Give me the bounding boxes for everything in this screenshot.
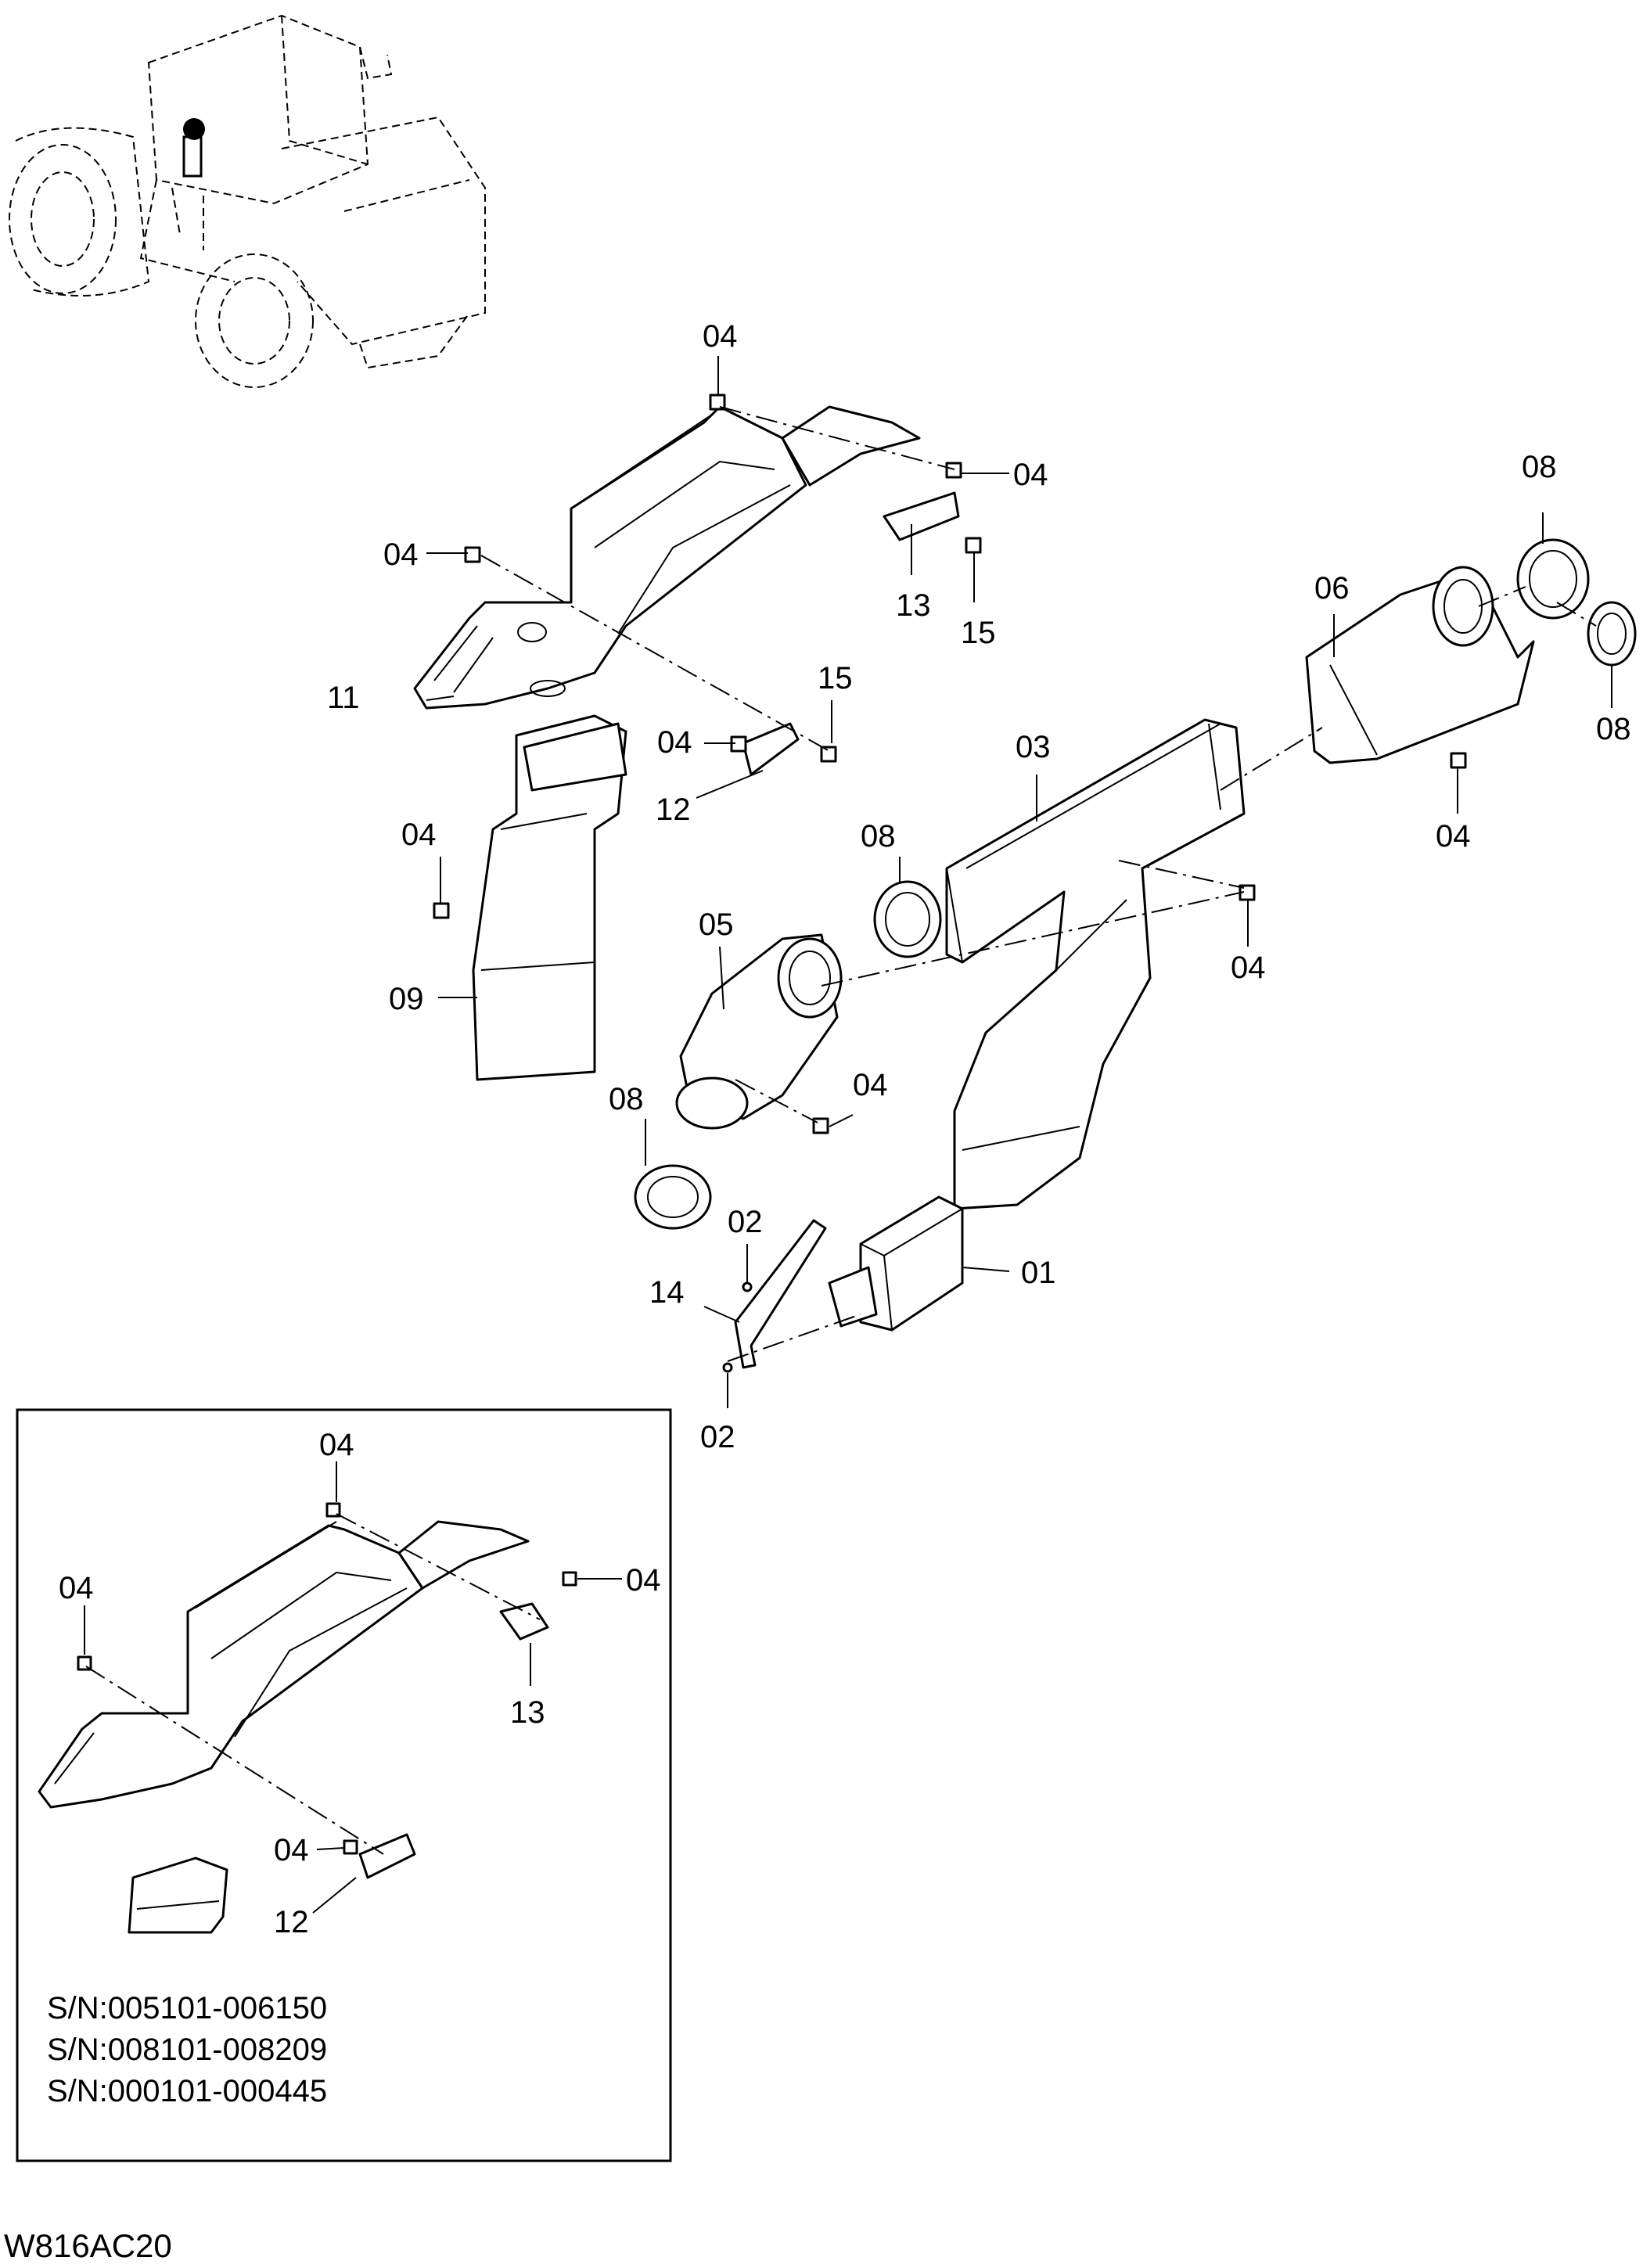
label-04-right-center: 04 xyxy=(1231,951,1266,985)
part-01-unit xyxy=(828,1195,964,1332)
leader-lines xyxy=(426,356,1612,1408)
label-08-top-right: 08 xyxy=(1522,450,1557,484)
label-15-lower: 15 xyxy=(818,661,853,695)
label-08-lower-left: 08 xyxy=(609,1082,644,1116)
serial-range-2: S/N:008101-008209 xyxy=(47,2033,327,2067)
part-05-elbow xyxy=(675,933,843,1130)
label-13: 13 xyxy=(896,588,931,623)
serial-range-1: S/N:005101-006150 xyxy=(47,1991,327,2025)
label-04-lower: 04 xyxy=(853,1068,888,1102)
label-04-far-right: 04 xyxy=(1436,819,1471,854)
label-04-mid-left: 04 xyxy=(657,725,692,760)
part-14-bracket xyxy=(734,1219,827,1369)
serial-range-3: S/N:000101-000445 xyxy=(47,2074,327,2108)
part-06-right-duct xyxy=(1305,566,1535,764)
assembly-lines xyxy=(480,406,1597,1362)
callout-labels: 04 04 04 13 15 11 15 04 12 04 09 03 08 0… xyxy=(327,319,1631,1454)
label-04-left: 04 xyxy=(401,818,437,852)
inset-label-04-right: 04 xyxy=(626,1563,661,1598)
label-08-center: 08 xyxy=(861,819,896,854)
label-06: 06 xyxy=(1314,571,1350,606)
label-01: 01 xyxy=(1021,1256,1056,1290)
label-15-upper: 15 xyxy=(961,616,996,650)
label-04-upper-right: 04 xyxy=(1013,458,1048,492)
label-05: 05 xyxy=(699,908,734,942)
label-02-lower: 02 xyxy=(700,1420,735,1454)
inset-variant-box: 04 04 04 13 04 12 S/N:005101-006150 S/N:… xyxy=(16,1408,672,2162)
inset-label-12: 12 xyxy=(274,1905,309,1939)
inset-label-04-left: 04 xyxy=(59,1571,94,1605)
part-09-vertical-duct xyxy=(472,714,627,1081)
part-11-upper-duct xyxy=(413,405,921,710)
inset-label-13: 13 xyxy=(510,1695,545,1730)
drawing-code: W816AC20 xyxy=(4,2227,172,2264)
label-04-top: 04 xyxy=(703,319,738,354)
part-03-main-duct xyxy=(945,718,1246,1210)
label-11: 11 xyxy=(327,681,360,715)
label-08-right: 08 xyxy=(1596,712,1631,746)
label-03: 03 xyxy=(1016,730,1051,764)
inset-label-04-top: 04 xyxy=(319,1428,354,1462)
label-09: 09 xyxy=(389,982,424,1016)
label-04-upper-left: 04 xyxy=(383,537,419,572)
label-14: 14 xyxy=(649,1275,685,1310)
label-12: 12 xyxy=(656,793,691,827)
label-02-upper: 02 xyxy=(728,1205,763,1239)
inset-label-04-bottom: 04 xyxy=(274,1833,309,1867)
part-08-vents xyxy=(634,538,1637,1230)
machine-overview-illustration xyxy=(9,14,486,388)
